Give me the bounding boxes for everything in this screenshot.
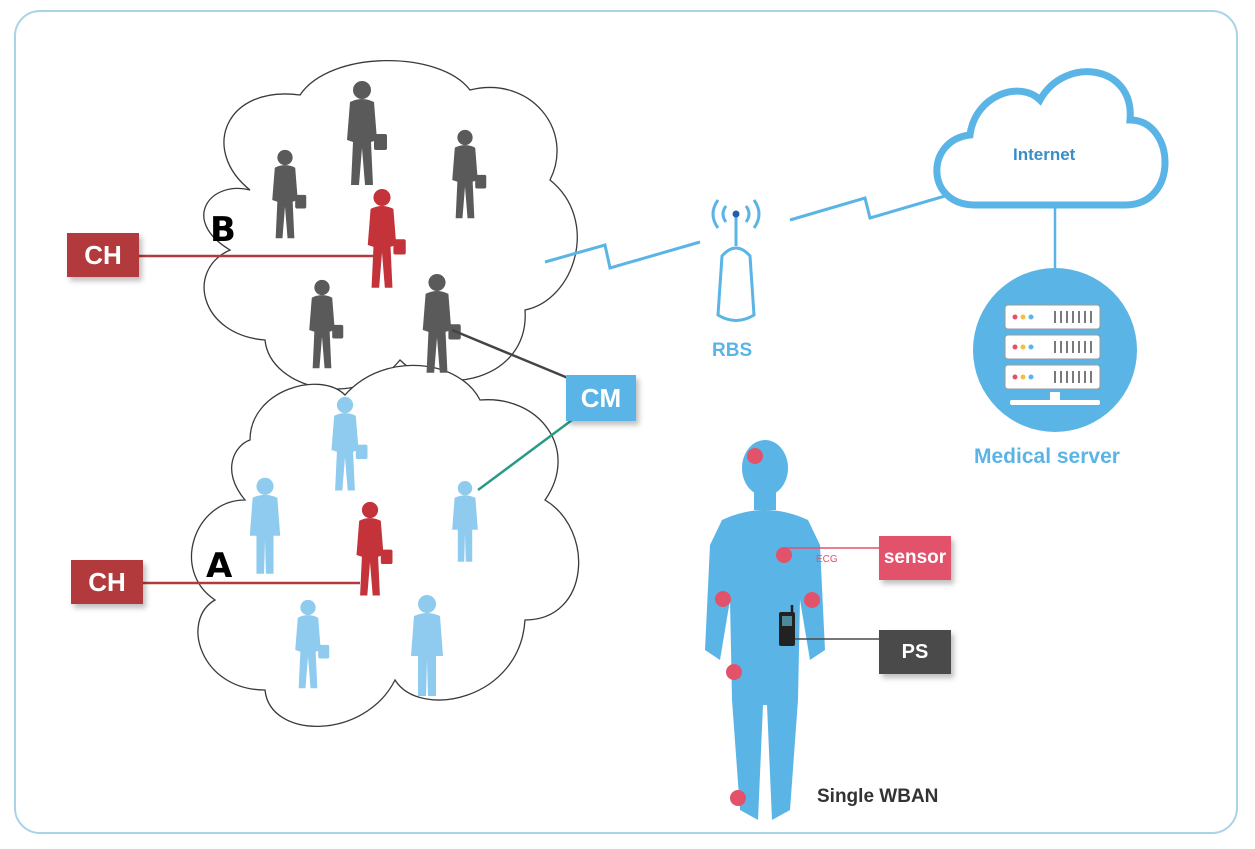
medical-server-label: Medical server <box>974 445 1120 468</box>
cluster-a-label: A <box>206 546 233 586</box>
ecg-label: ECG <box>816 554 838 565</box>
wban-body-figure <box>705 440 825 820</box>
diagram-frame <box>14 10 1238 834</box>
medical-server-icon <box>973 268 1137 432</box>
rbs-label: RBS <box>712 340 753 361</box>
internet-cloud-icon <box>933 68 1169 209</box>
cm-link-a <box>477 418 573 492</box>
wireless-link-cluster-rbs <box>544 240 701 270</box>
sensor-label: sensor <box>879 536 951 580</box>
cluster-a-cloud <box>190 364 580 727</box>
cluster-head-label-bottom: CH <box>71 560 143 604</box>
internet-label: Internet <box>1013 145 1076 164</box>
wban-sensor-dots <box>715 448 820 806</box>
rbs-antenna-icon <box>711 199 761 322</box>
cluster-member-label: CM <box>566 375 636 421</box>
ps-label: PS <box>879 630 951 674</box>
single-wban-label: Single WBAN <box>817 786 939 807</box>
cluster-head-label-top: CH <box>67 233 139 277</box>
phone-icon <box>779 605 795 646</box>
wireless-link-rbs-internet <box>789 194 946 222</box>
cluster-b-label: B <box>210 210 236 250</box>
cm-link-b <box>451 328 569 380</box>
